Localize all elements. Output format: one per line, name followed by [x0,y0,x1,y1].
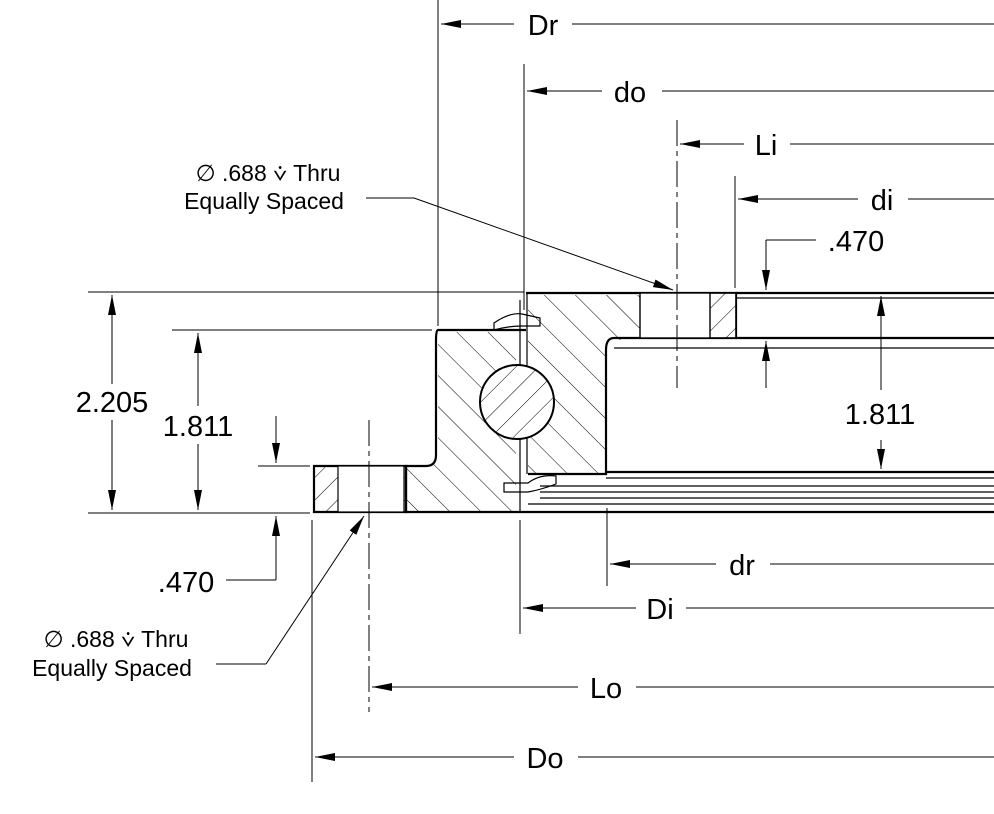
bottom-seal [503,475,557,493]
inner-bore-lines [522,291,994,514]
dim-do-label: do [614,77,646,109]
dim-Lo-label: Lo [590,673,622,705]
top-hole-note-line2: Equally Spaced [184,188,344,214]
top-hole-note-line1: ∅ .688 ⩒ Thru [196,160,341,186]
bottom-hole-note-line1: ∅ .688 ⩒ Thru [44,626,189,652]
dim-Di-label: Di [646,594,673,626]
top-seal [493,313,541,331]
dim-top-flange: .470 [828,226,884,258]
dim-di-label: di [871,185,894,217]
bottom-hole-note-line2: Equally Spaced [32,655,192,681]
inner-ring-section [526,291,738,476]
dim-dr-label: dr [729,550,755,582]
dim-outer-height: 1.811 [163,411,233,443]
hole-leaders [216,197,674,665]
dim-lines [315,19,994,761]
rolling-ball [479,364,555,440]
vertical-dims [108,239,885,581]
dim-Li-label: Li [755,130,778,162]
dim-bottom-flange: .470 [158,567,214,599]
dim-Dr-label: Dr [528,10,559,42]
extension-lines [88,0,736,782]
dim-overall-height: 2.205 [76,387,149,419]
dim-Do-label: Do [526,743,563,775]
dim-inner-height: 1.811 [845,399,915,431]
